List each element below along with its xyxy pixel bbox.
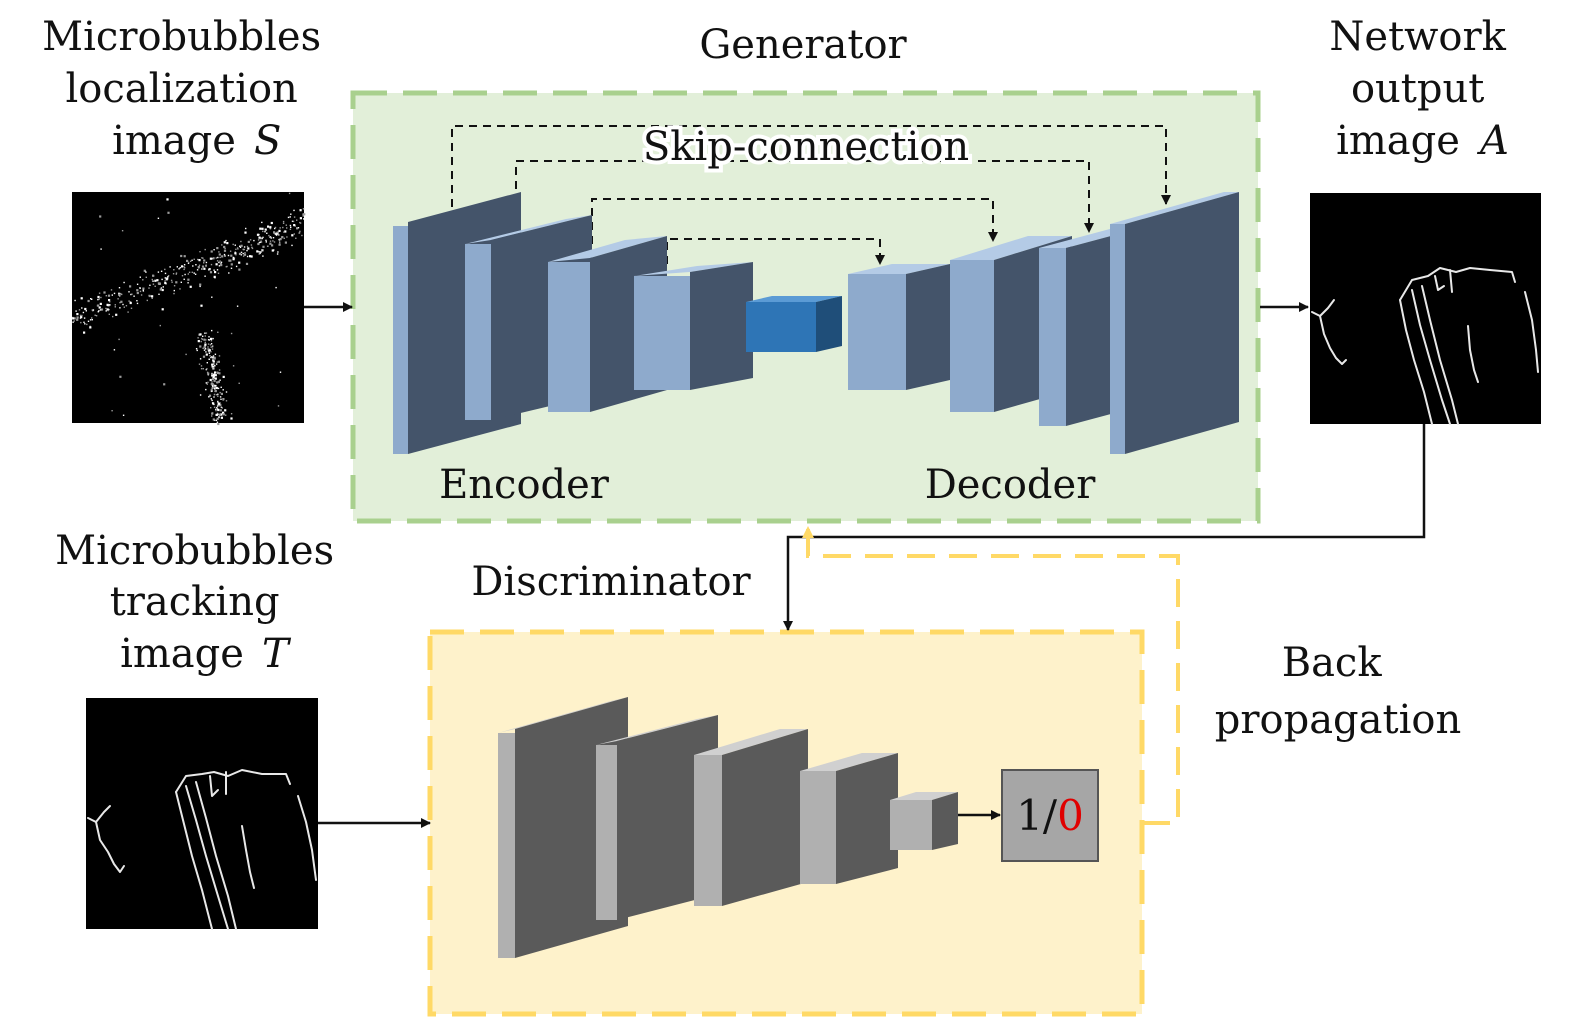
tracking-image [86, 698, 318, 930]
discriminator-block-2 [596, 715, 718, 920]
encoder-blocks [393, 192, 753, 454]
output-image-title: Network output image [1329, 14, 1518, 164]
back-propagation-arrow [802, 526, 1180, 825]
discriminator-output-label: 1/0 [1016, 791, 1084, 840]
tracking-image-title: Microbubbles tracking image [55, 528, 347, 677]
generator-title: Generator [699, 22, 907, 68]
discriminator-block-4 [800, 753, 898, 884]
decoder-blocks [848, 192, 1239, 454]
arrow-output-to-discriminator [783, 424, 1426, 631]
flow-arrows [304, 302, 1426, 828]
output-zero: 0 [1057, 791, 1084, 840]
discriminator-output-box [1001, 769, 1099, 862]
symbol-t: T [262, 631, 292, 677]
encoder-block-4 [634, 262, 753, 390]
bottleneck-block [746, 296, 842, 352]
localization-image [72, 192, 306, 426]
skip-connection-4 [666, 238, 885, 265]
discriminator-block-3 [694, 729, 808, 906]
network-output-image [1310, 193, 1541, 425]
discriminator-block-5 [890, 792, 958, 850]
decoder-block-1 [848, 264, 950, 390]
symbol-s: S [254, 118, 281, 164]
encoder-label: Encoder [439, 462, 610, 508]
output-one: 1/ [1016, 791, 1058, 840]
skip-connection-1 [451, 125, 1171, 207]
decoder-label: Decoder [925, 462, 1097, 508]
back-propagation-label: Back propagation [1215, 640, 1461, 743]
decoder-block-4 [1110, 192, 1239, 454]
localization-image-title: Microbubbles localization image [42, 14, 334, 164]
discriminator-blocks [498, 697, 958, 958]
symbol-a: A [1476, 118, 1509, 164]
skip-connection-3 [591, 198, 998, 244]
discriminator-title: Discriminator [471, 559, 751, 605]
skip-connection-label: Skip-connection [643, 124, 969, 170]
